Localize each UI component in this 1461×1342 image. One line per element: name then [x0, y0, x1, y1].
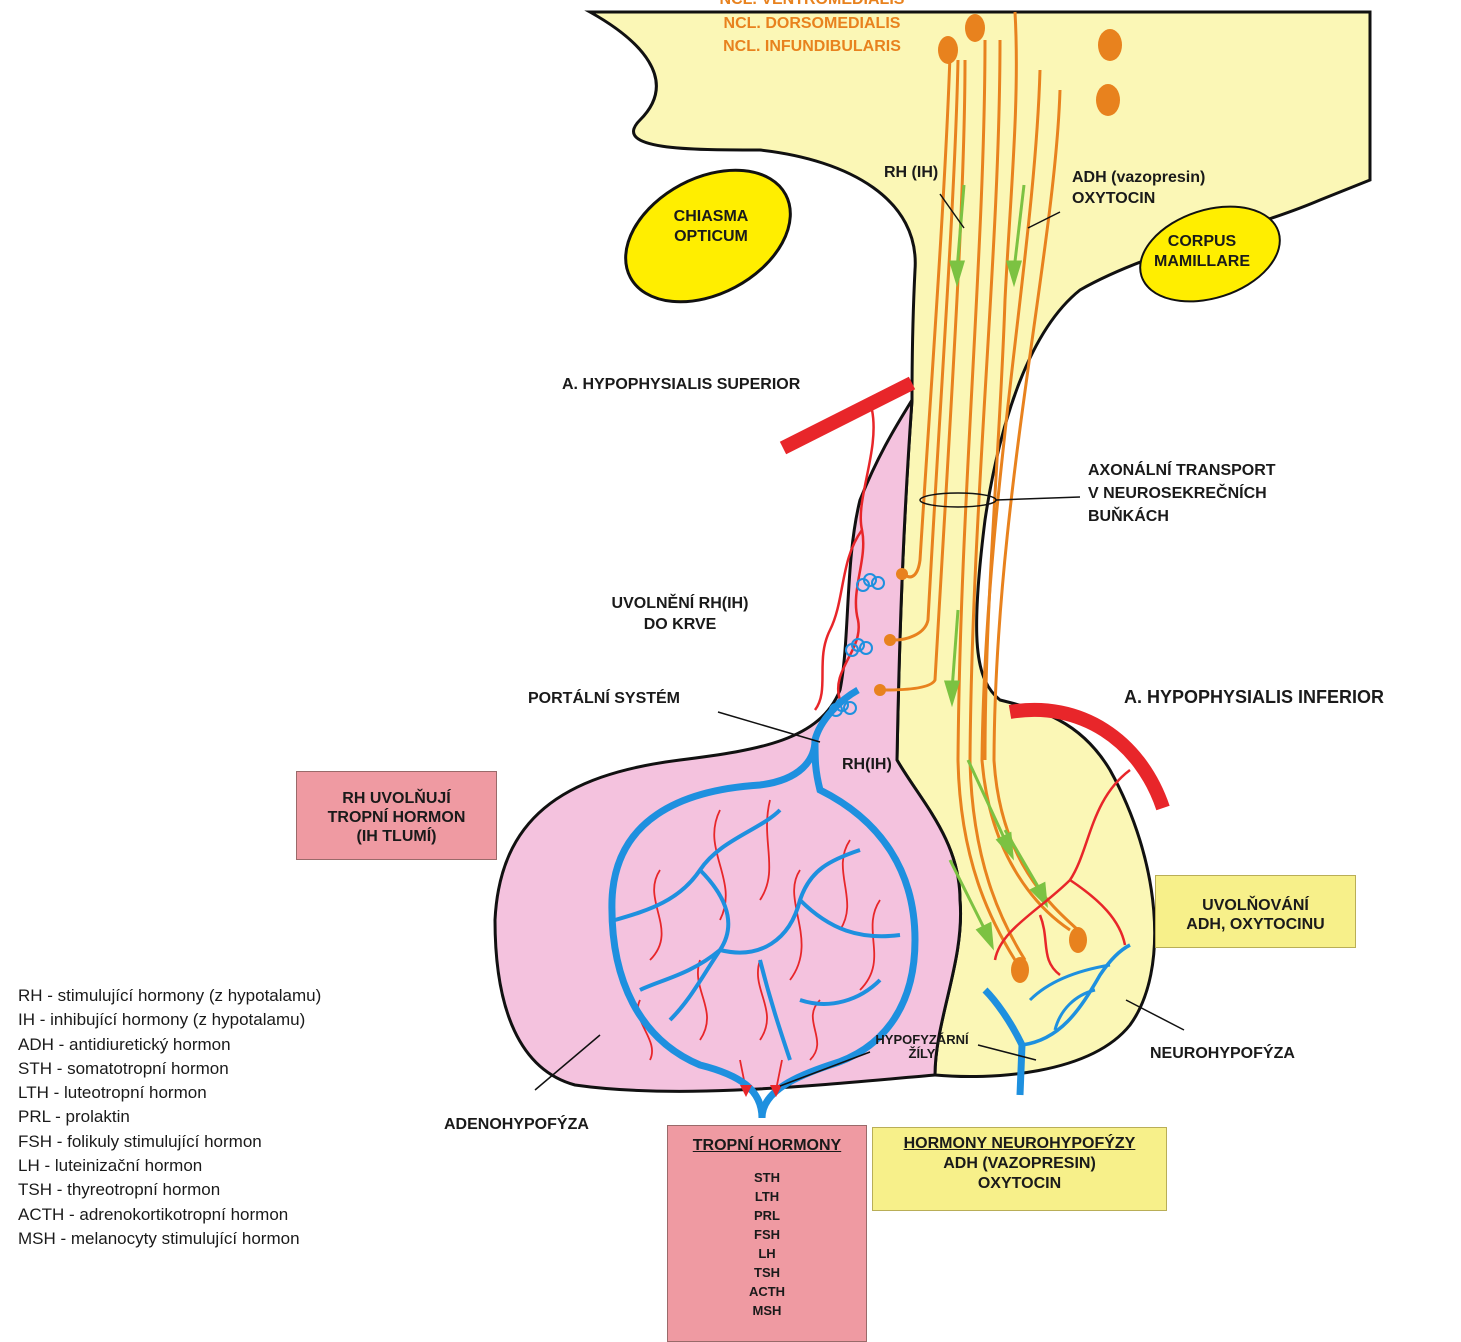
rh-ih-label: RH (IH)	[884, 163, 938, 183]
tropni-item: PRL	[668, 1206, 866, 1225]
a-hypophysialis-superior-label: A. HYPOPHYSIALIS SUPERIOR	[562, 375, 800, 395]
rh-uvolnuji-box: RH UVOLŇUJÍ TROPNÍ HORMON (IH TLUMÍ)	[296, 771, 497, 860]
tropni-item: FSH	[668, 1225, 866, 1244]
neuro-box-title: HORMONY NEUROHYPOFÝZY	[873, 1134, 1166, 1154]
tropni-hormony-title: TROPNÍ HORMONY	[668, 1136, 866, 1156]
nuclei-top-label: NCL. VENTROMEDIALIS	[697, 0, 927, 10]
corpus-label-line1: CORPUS	[1142, 232, 1262, 252]
nucleus-infundibularis-label: NCL. INFUNDIBULARIS	[697, 37, 927, 57]
tropni-hormony-list: STH LTH PRL FSH LH TSH ACTH MSH	[668, 1168, 866, 1320]
legend-item: FSH - folikuly stimulující hormon	[18, 1130, 321, 1154]
adenohypophysis-shape	[495, 400, 961, 1091]
tropni-item: LH	[668, 1244, 866, 1263]
uvolnovani-box-line: UVOLŇOVÁNÍ	[1156, 896, 1355, 915]
neurohypofyza-label: NEUROHYPOFÝZA	[1150, 1044, 1295, 1064]
tropni-item: ACTH	[668, 1282, 866, 1301]
rh-ih-blood-label: RH(IH)	[842, 755, 892, 775]
legend-item: PRL - prolaktin	[18, 1105, 321, 1129]
rh-box-line: RH UVOLŇUJÍ	[297, 789, 496, 808]
legend-item: ACTH - adrenokortikotropní hormon	[18, 1203, 321, 1227]
uvolnovani-box-line: ADH, OXYTOCINU	[1156, 915, 1355, 934]
rh-box-line: TROPNÍ HORMON	[297, 808, 496, 827]
uvolneni-label-line2: DO KRVE	[590, 615, 770, 635]
abbreviation-legend: RH - stimulující hormony (z hypotalamu) …	[18, 984, 321, 1251]
chiasma-label-line1: CHIASMA	[651, 207, 771, 227]
hormony-neurohypofyzy-box: HORMONY NEUROHYPOFÝZY ADH (VAZOPRESIN) O…	[872, 1127, 1167, 1211]
legend-item: STH - somatotropní hormon	[18, 1057, 321, 1081]
rh-box-line: (IH TLUMÍ)	[297, 827, 496, 846]
portalni-system-label: PORTÁLNÍ SYSTÉM	[528, 689, 680, 709]
legend-item: LTH - luteotropní hormon	[18, 1081, 321, 1105]
legend-item: MSH - melanocyty stimulující hormon	[18, 1227, 321, 1251]
chiasma-label-line2: OPTICUM	[651, 227, 771, 247]
axonal-transport-line2: V NEUROSEKREČNÍCH	[1088, 484, 1267, 504]
tropni-item: TSH	[668, 1263, 866, 1282]
adh-label: ADH (vazopresin)	[1072, 168, 1205, 188]
neuro-box-line: OXYTOCIN	[873, 1174, 1166, 1194]
axonal-transport-line3: BUŇKÁCH	[1088, 507, 1169, 527]
a-hypophysialis-inferior-label: A. HYPOPHYSIALIS INFERIOR	[1124, 687, 1384, 707]
tropni-item: STH	[668, 1168, 866, 1187]
legend-item: LH - luteinizační hormon	[18, 1154, 321, 1178]
hypofyzarni-label-line2: ŽÍLY	[862, 1046, 982, 1062]
corpus-label-line2: MAMILLARE	[1142, 252, 1262, 272]
oxytocin-label: OXYTOCIN	[1072, 189, 1155, 209]
neuro-box-line: ADH (VAZOPRESIN)	[873, 1154, 1166, 1174]
uvolnovani-box: UVOLŇOVÁNÍ ADH, OXYTOCINU	[1155, 875, 1356, 948]
axonal-transport-line1: AXONÁLNÍ TRANSPORT	[1088, 461, 1276, 481]
legend-item: IH - inhibující hormony (z hypotalamu)	[18, 1008, 321, 1032]
legend-item: RH - stimulující hormony (z hypotalamu)	[18, 984, 321, 1008]
nucleus-dorsomedialis-label: NCL. DORSOMEDIALIS	[697, 14, 927, 34]
tropni-item: MSH	[668, 1301, 866, 1320]
legend-item: ADH - antidiuretický hormon	[18, 1033, 321, 1057]
uvolneni-label-line1: UVOLNĚNÍ RH(IH)	[590, 594, 770, 614]
legend-item: TSH - thyreotropní hormon	[18, 1178, 321, 1202]
tropni-item: LTH	[668, 1187, 866, 1206]
tropni-hormony-box: TROPNÍ HORMONY STH LTH PRL FSH LH TSH AC…	[667, 1125, 867, 1342]
adenohypofyza-label: ADENOHYPOFÝZA	[444, 1115, 589, 1135]
